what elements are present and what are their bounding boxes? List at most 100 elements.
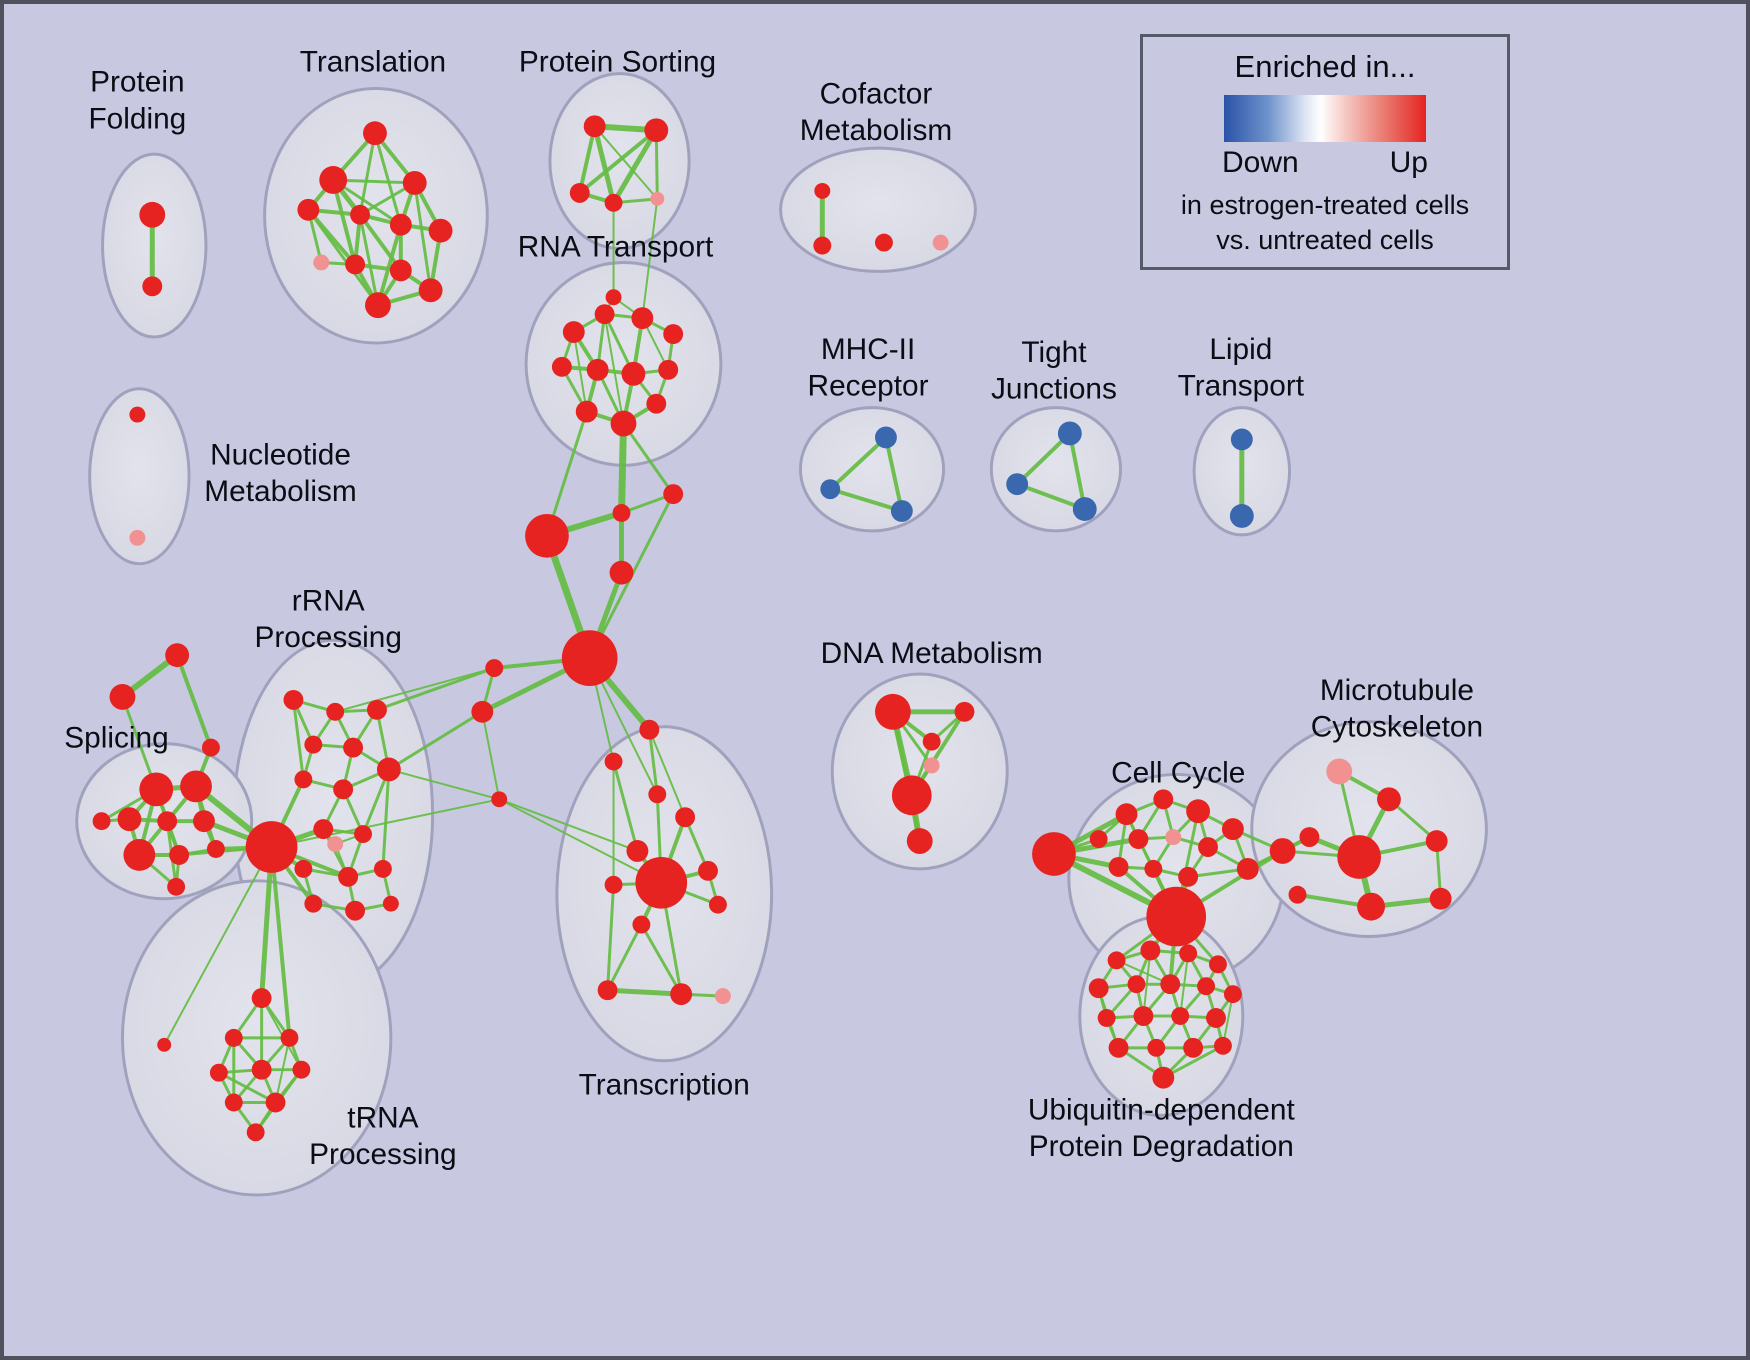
network-node xyxy=(631,307,654,330)
cluster-microtubule-cytoskeleton-label: Microtubule xyxy=(1320,674,1474,707)
network-node xyxy=(1377,787,1401,812)
network-node xyxy=(1206,1008,1226,1028)
network-node xyxy=(376,757,401,782)
network-node xyxy=(326,702,345,721)
network-edge xyxy=(1067,431,1087,511)
network-edge xyxy=(603,313,625,425)
network-node xyxy=(1057,421,1082,446)
network-edge xyxy=(605,987,684,997)
network-node xyxy=(1269,838,1296,864)
network-edge xyxy=(648,728,687,819)
network-node xyxy=(92,812,111,831)
network-node xyxy=(338,866,359,887)
cluster-dna-metabolism-label: DNA Metabolism xyxy=(821,637,1043,670)
network-edge xyxy=(413,181,433,292)
network-node xyxy=(525,513,569,558)
network-node xyxy=(814,182,831,199)
network-node xyxy=(632,915,651,934)
network-node xyxy=(402,171,427,195)
network-node xyxy=(251,988,272,1009)
network-edge xyxy=(381,767,391,871)
network-node xyxy=(157,811,178,832)
cluster-transcription-label: Transcription xyxy=(579,1069,750,1102)
network-node xyxy=(1107,951,1126,970)
network-node xyxy=(635,856,688,909)
network-node xyxy=(1230,428,1253,451)
network-edge xyxy=(621,422,675,496)
network-node xyxy=(1229,504,1254,528)
network-node xyxy=(675,807,696,828)
network-node xyxy=(1236,857,1259,880)
network-node xyxy=(670,983,693,1006)
network-edge xyxy=(163,846,273,1046)
network-node xyxy=(906,828,933,854)
network-node xyxy=(954,701,975,722)
network-node xyxy=(1429,887,1452,910)
network-node xyxy=(367,699,387,720)
network-node xyxy=(224,1093,243,1112)
network-edge xyxy=(883,435,904,513)
network-node xyxy=(313,819,334,840)
network-node xyxy=(562,321,585,343)
network-node xyxy=(1357,892,1385,921)
network-node xyxy=(1128,829,1149,849)
network-node xyxy=(932,234,949,251)
network-node xyxy=(129,529,146,546)
network-node xyxy=(1209,955,1227,974)
network-node xyxy=(294,770,313,789)
network-edge xyxy=(647,728,659,796)
network-node xyxy=(345,254,366,275)
network-node xyxy=(1197,977,1215,996)
network-node xyxy=(586,358,609,381)
network-node xyxy=(389,259,412,282)
network-edge xyxy=(358,131,377,217)
network-node xyxy=(891,775,932,816)
network-node xyxy=(609,560,634,585)
network-edge xyxy=(375,222,403,308)
network-node xyxy=(292,1060,311,1079)
cluster-microtubule-cytoskeleton-ellipse xyxy=(1250,720,1488,938)
network-node xyxy=(265,1092,286,1113)
network-edge xyxy=(639,923,683,996)
legend-subtitle-line2: vs. untreated cells xyxy=(1216,225,1434,255)
network-node xyxy=(1108,856,1129,877)
network-node xyxy=(180,770,212,803)
network-edge xyxy=(828,435,888,492)
network-node xyxy=(206,840,225,858)
network-node xyxy=(875,426,897,449)
network-edge xyxy=(577,124,597,195)
network-node xyxy=(650,191,665,206)
network-node xyxy=(280,1028,299,1047)
network-node xyxy=(123,839,156,871)
network-node xyxy=(1108,1037,1129,1058)
cluster-nucleotide-metabolism-label: Metabolism xyxy=(204,475,356,508)
cluster-rrna-processing-label: rRNA xyxy=(292,584,365,617)
legend-down-label: Down xyxy=(1222,146,1299,179)
network-node xyxy=(1072,497,1097,521)
network-node xyxy=(890,500,913,522)
legend-title: Enriched in... xyxy=(1234,49,1416,84)
network-edge xyxy=(375,666,496,712)
cluster-rrna-processing-label: Processing xyxy=(254,621,401,654)
cluster-rna-transport-label: RNA Transport xyxy=(518,231,714,264)
network-node xyxy=(1337,835,1382,879)
network-node xyxy=(471,700,494,723)
network-node xyxy=(820,479,841,500)
network-node xyxy=(575,400,598,423)
network-node xyxy=(708,895,727,914)
network-node xyxy=(1152,1066,1175,1089)
network-edge xyxy=(1015,482,1087,511)
network-node xyxy=(333,779,354,800)
network-node xyxy=(389,213,412,236)
network-node xyxy=(157,1037,172,1052)
network-edge xyxy=(334,667,496,713)
network-node xyxy=(1198,837,1218,857)
network-node xyxy=(142,276,163,297)
network-node xyxy=(283,689,304,710)
network-node xyxy=(551,356,572,377)
network-node xyxy=(1223,985,1242,1004)
network-node xyxy=(354,825,372,844)
network-node xyxy=(1147,1038,1166,1057)
network-node xyxy=(350,204,370,225)
